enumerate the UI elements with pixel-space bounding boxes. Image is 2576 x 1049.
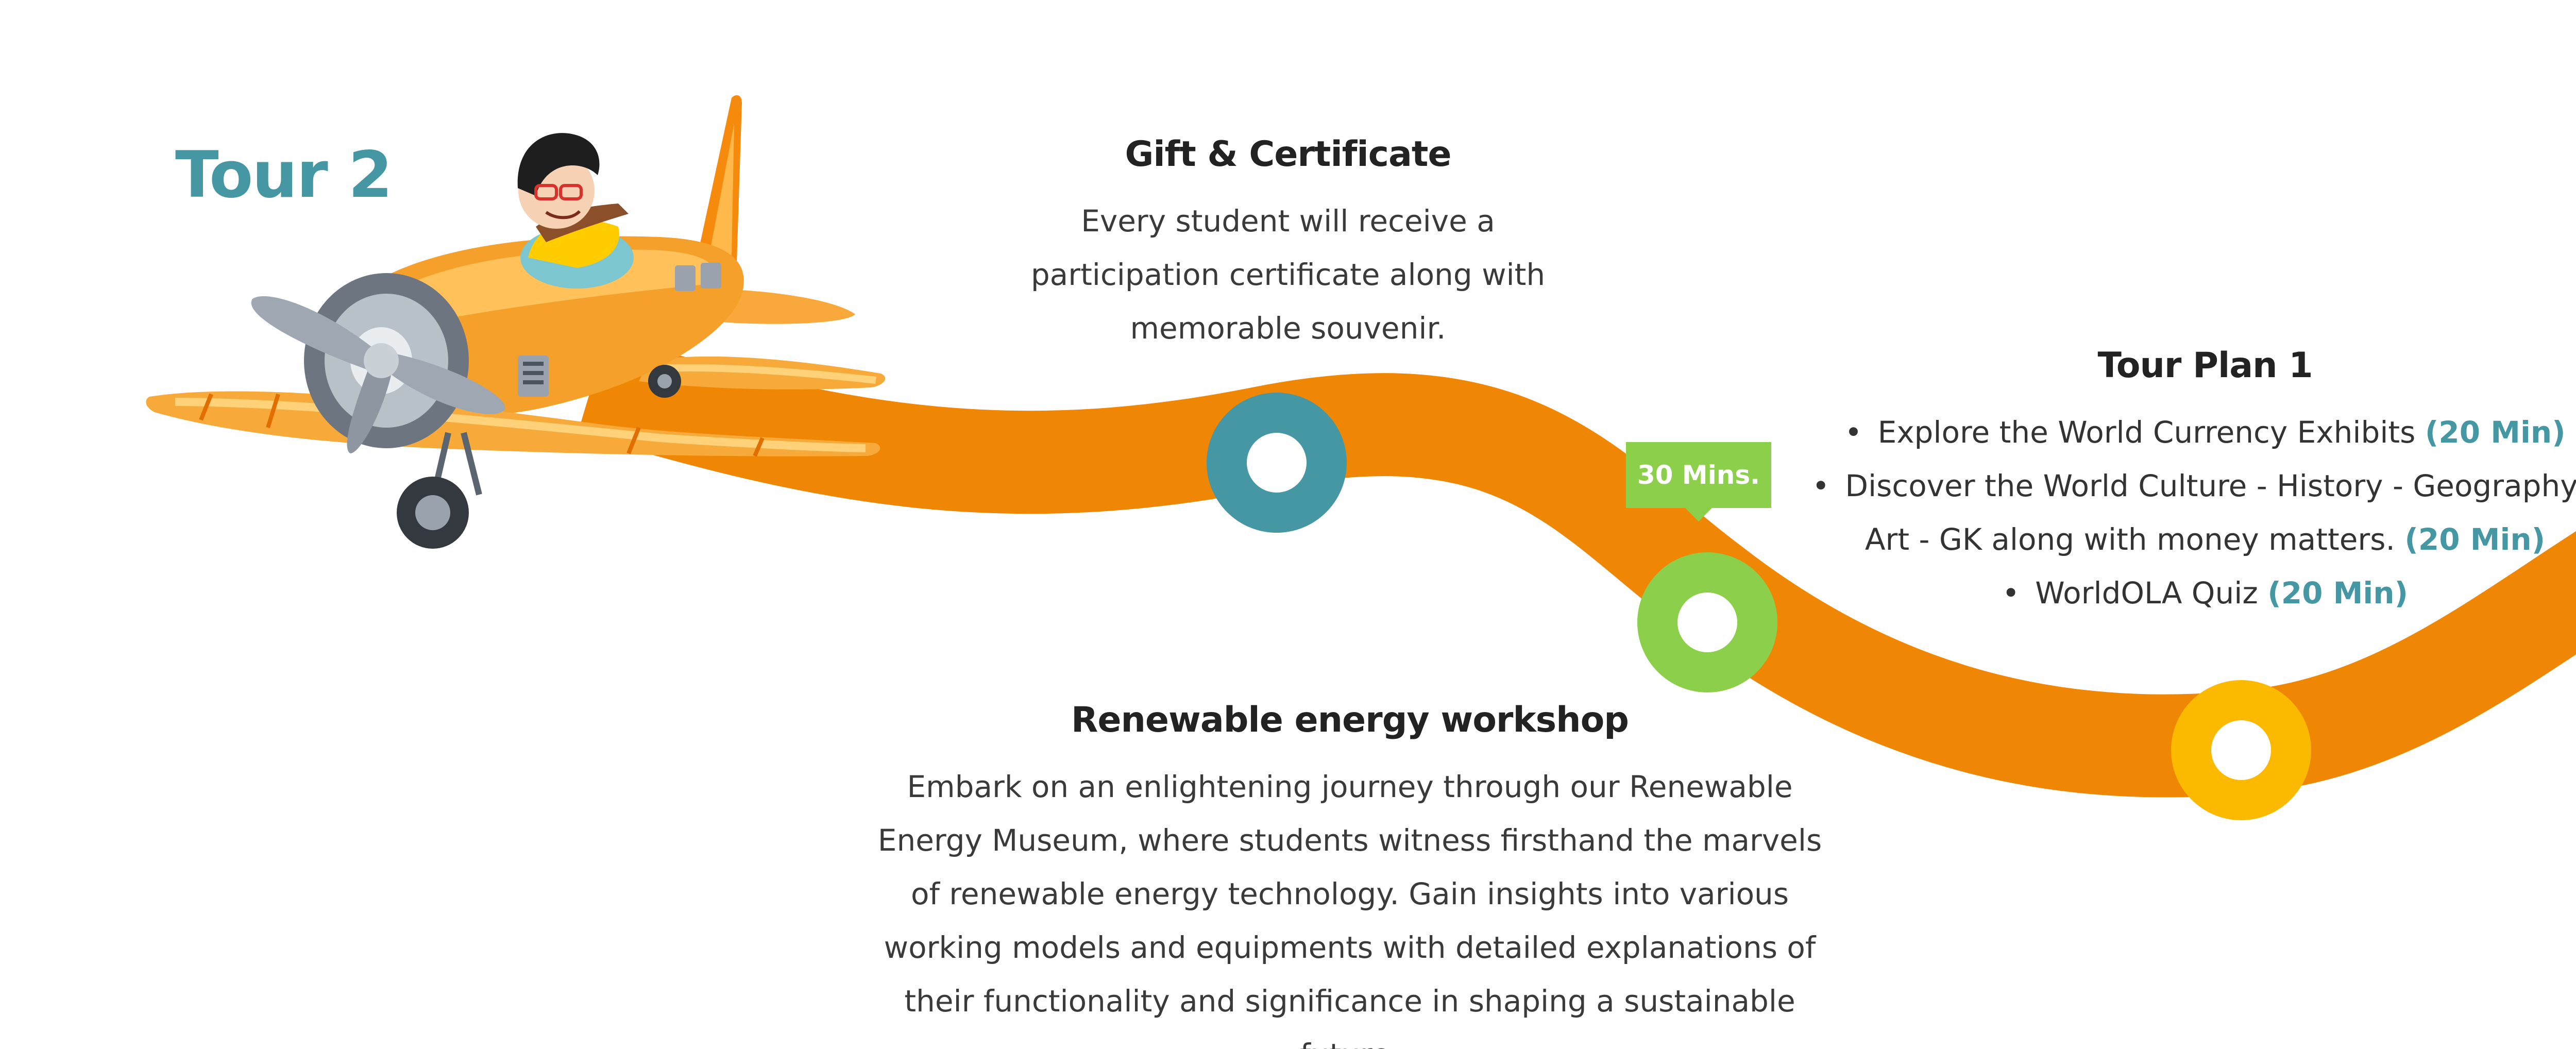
stop-marker-yellow[interactable] — [2171, 680, 2311, 820]
bullet-icon: • — [1844, 415, 1862, 450]
bullet-icon: • — [1812, 468, 1830, 503]
tour-plan-title: Tour Plan 1 — [2097, 345, 2313, 386]
list-item-text: Discover the World Culture - History - G… — [1845, 468, 2576, 557]
list-item-duration: (20 Min) — [2267, 576, 2409, 611]
list-item-text: Explore the World Currency Exhibits — [1877, 415, 2416, 450]
renewable-workshop-section: Renewable energy workshop Embark on an e… — [855, 700, 1844, 1049]
list-item-duration: (20 Min) — [2425, 415, 2566, 450]
tour-title: Tour 2 — [175, 138, 393, 212]
stop-marker-green[interactable] — [1637, 552, 1777, 692]
renewable-workshop-description: Embark on an enlightening journey throug… — [877, 769, 1822, 1049]
airplane-icon — [146, 95, 886, 549]
list-item: • WorldOLA Quiz (20 Min) — [1793, 566, 2576, 620]
list-item-duration: (20 Min) — [2404, 522, 2546, 557]
duration-badge: 30 Mins. — [1626, 442, 1771, 521]
gift-certificate-description: Every student will receive a participati… — [1030, 204, 1546, 346]
stop-marker-teal[interactable] — [1207, 393, 1347, 533]
gift-certificate-title: Gift & Certificate — [1125, 134, 1452, 175]
list-item: • Explore the World Currency Exhibits (20… — [1793, 405, 2576, 459]
gift-certificate-section: Gift & Certificate Every student will re… — [1010, 134, 1566, 355]
list-item-text: WorldOLA Quiz — [2035, 576, 2258, 611]
renewable-workshop-title: Renewable energy workshop — [1071, 700, 1629, 740]
tour-plan-section: Tour Plan 1 • Explore the World Currency … — [1793, 345, 2576, 620]
list-item: • Discover the World Culture - History - … — [1793, 459, 2576, 566]
bullet-icon: • — [2002, 576, 2020, 611]
tour-plan-list: • Explore the World Currency Exhibits (20… — [1793, 405, 2576, 620]
